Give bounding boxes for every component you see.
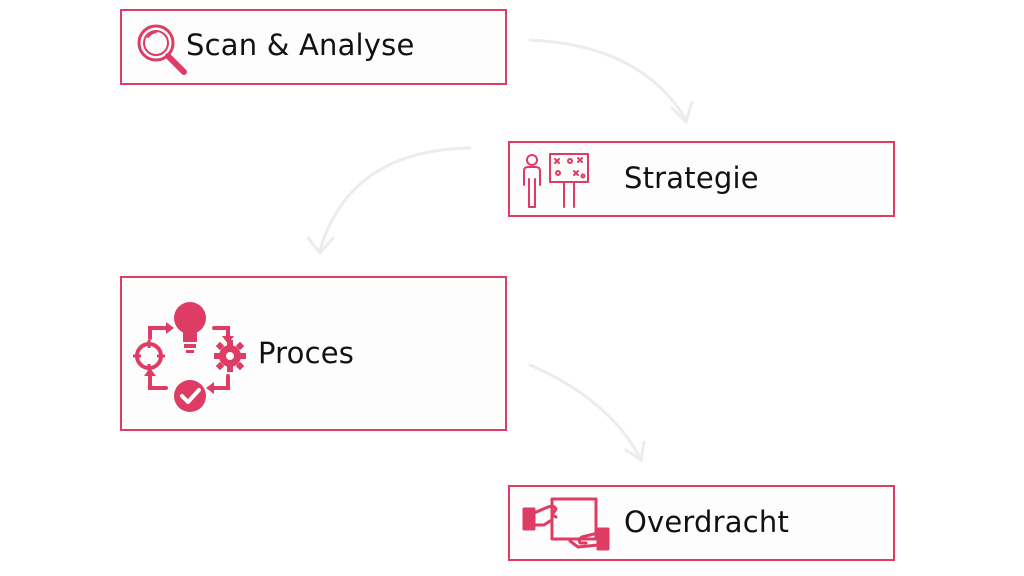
step-label-overdracht: Overdracht (624, 505, 790, 539)
step-card-overdracht: Overdracht (508, 485, 895, 561)
strategy-board-icon (523, 153, 589, 208)
step-card-scan-analyse: Scan & Analyse (120, 9, 507, 85)
step-label-scan-analyse: Scan & Analyse (186, 28, 415, 62)
step-label-strategie: Strategie (624, 161, 759, 195)
step-card-strategie: Strategie (508, 141, 895, 217)
arrow-proces-to-overdracht (528, 363, 642, 460)
step-label-proces: Proces (258, 336, 355, 370)
step-card-proces: Proces (120, 276, 507, 431)
magnifier-icon (137, 24, 187, 75)
handover-icon (522, 497, 610, 551)
arrow-scan-to-strategie (528, 38, 687, 120)
arrow-strategie-to-proces (318, 146, 472, 252)
process-cycle-icon (133, 302, 246, 412)
